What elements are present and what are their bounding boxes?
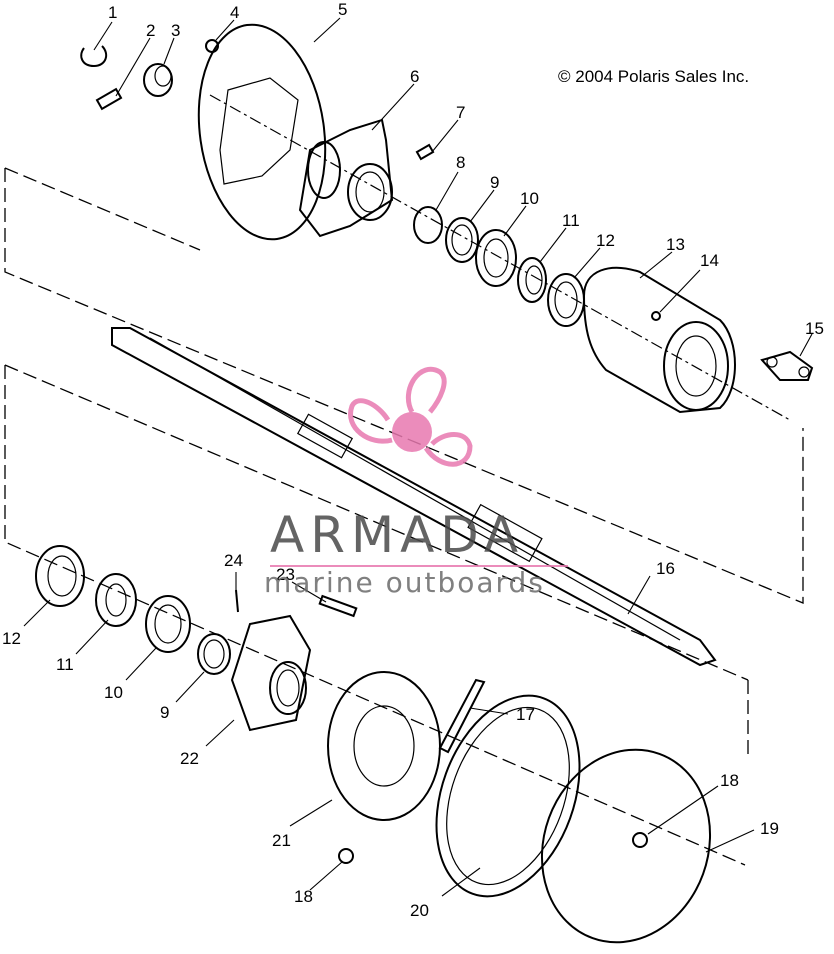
callout-11: 11 [562,211,580,230]
assembly-frame-lower [4,364,749,866]
nut-part-3 [143,63,173,97]
callout-9: 9 [490,173,499,192]
brake-guard-part-20 [435,694,581,898]
callout-14: 14 [700,251,719,270]
callout-18: 18 [720,771,739,790]
watermark-subtitle: marine outboards [264,566,545,599]
callout-19: 19 [760,819,779,838]
bearing-race-part-12-lower [35,545,85,607]
callout-23: 23 [276,565,295,584]
callout-3: 3 [171,21,180,40]
bearing-race-part-12 [547,273,585,327]
callout-6: 6 [410,67,419,86]
disc-part-19 [540,748,712,944]
hub-part-6 [298,118,394,238]
sprocket-part-21 [327,671,441,821]
bolt-part-24 [235,589,239,613]
watermark-title: ARMADA [270,506,524,564]
callout-12-lower: 12 [2,629,21,648]
leader-lines [23,17,813,897]
bolt-part-2 [95,87,123,111]
axle-part-16 [111,327,717,667]
callout-11-lower: 11 [56,655,74,674]
snap-ring-part-8 [413,206,443,244]
callout-13: 13 [666,235,685,254]
callout-16: 16 [656,559,675,578]
callout-22: 22 [180,749,199,768]
bearing-cone-part-11-lower [95,573,137,627]
assembly-frame-upper [4,94,804,604]
bearing-cone-part-11 [517,257,547,303]
callout-17: 17 [516,705,535,724]
nut-part-18 [338,832,648,864]
callout-15: 15 [805,319,824,338]
bearing-carrier-part-13 [582,266,736,414]
chain-part-17 [438,678,486,754]
propeller-logo-icon [348,366,473,467]
callout-labels: 1 2 3 4 5 6 7 8 9 10 11 12 13 14 15 16 1… [2,0,824,920]
seal-part-9-lower [197,633,231,675]
callout-12: 12 [596,231,615,250]
grease-fitting-part-14 [651,311,661,321]
callout-18-lower: 18 [294,887,313,906]
bolt-part-23 [318,594,358,618]
callout-5: 5 [338,0,347,19]
screw-part-7 [415,143,435,161]
callout-20: 20 [410,901,429,920]
callout-2: 2 [146,21,155,40]
watermark: ARMADA marine outboards [264,366,568,599]
callout-21: 21 [272,831,291,850]
seal-part-9 [445,217,479,263]
callout-9-lower: 9 [160,703,169,722]
copyright-text: © 2004 Polaris Sales Inc. [558,67,749,86]
circlip-part-1 [80,45,108,68]
callout-10: 10 [520,189,539,208]
link-part-15 [760,350,814,381]
callout-1: 1 [108,3,117,22]
callout-24: 24 [224,551,243,570]
sprocket-hub-part-22 [230,614,312,732]
bearing-cup-part-10-lower [145,595,191,653]
bearing-cup-part-10 [475,229,517,287]
callout-4: 4 [230,3,239,22]
callout-8: 8 [456,153,465,172]
callout-10-lower: 10 [104,683,123,702]
brake-disc-part-5 [197,23,327,241]
callout-7: 7 [456,103,465,122]
